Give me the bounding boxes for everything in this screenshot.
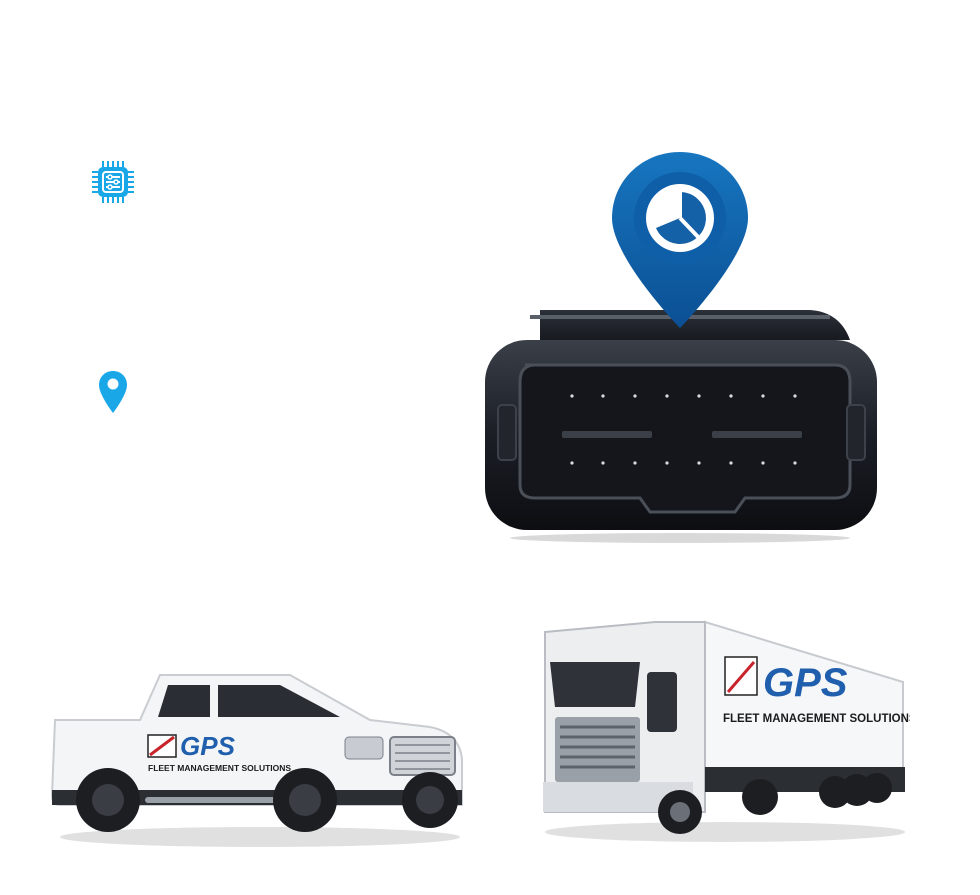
obd-tracker-device <box>480 300 880 545</box>
truck-logo-text: GPS <box>180 731 236 761</box>
trailer-logo-text: GPS <box>763 661 848 705</box>
semi-truck-image: GPS FLEET MANAGEMENT SOLUTIONS <box>535 592 910 847</box>
pickup-truck-image: GPS FLEET MANAGEMENT SOLUTIONS <box>50 665 470 850</box>
analytics-pin-icon <box>611 150 749 330</box>
trailer-tagline: FLEET MANAGEMENT SOLUTIONS <box>723 713 910 725</box>
truck-tagline: FLEET MANAGEMENT SOLUTIONS <box>148 763 291 773</box>
chip-icon <box>92 161 134 203</box>
location-pin-icon <box>98 370 128 414</box>
